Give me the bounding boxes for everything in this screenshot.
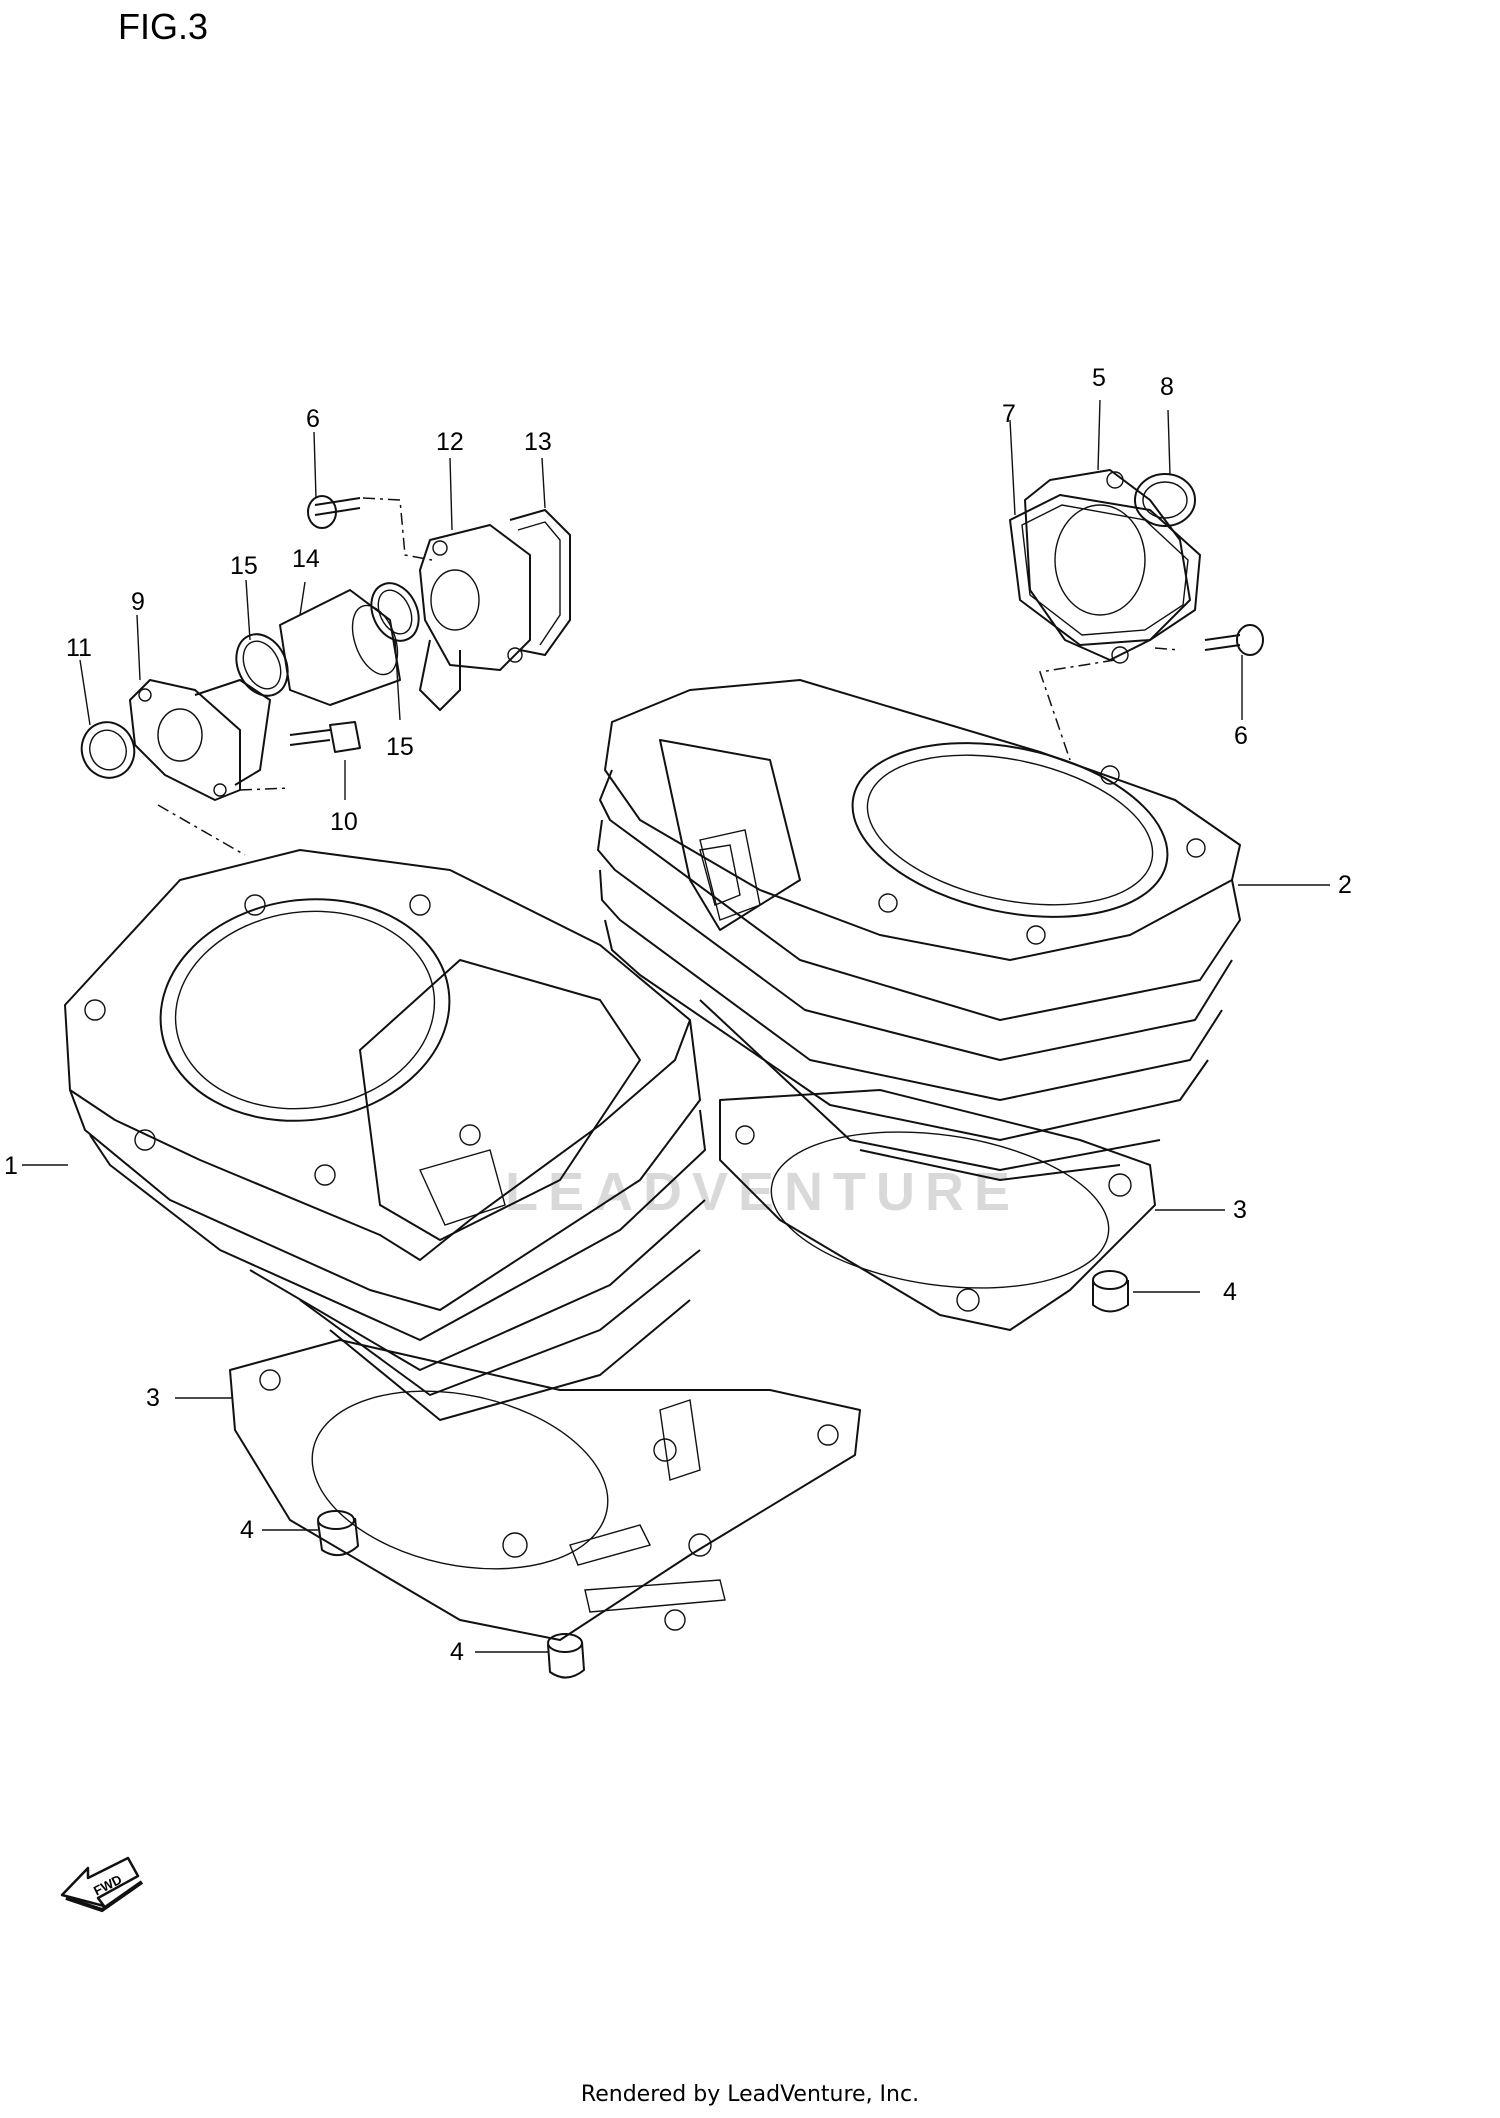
bolt-part-10[interactable] bbox=[289, 721, 361, 753]
assembly-line bbox=[1039, 659, 1116, 761]
callout-10: 10 bbox=[330, 808, 358, 836]
callout-3: 3 bbox=[1233, 1196, 1247, 1224]
rear-cylinder-part[interactable] bbox=[597, 679, 1241, 1181]
callout-4: 4 bbox=[240, 1516, 254, 1544]
dowel-pin-part[interactable] bbox=[547, 1633, 585, 1679]
front-cylinder-part[interactable] bbox=[64, 849, 706, 1421]
callout-12: 12 bbox=[436, 428, 464, 456]
o-ring-part-8[interactable] bbox=[1134, 473, 1196, 527]
callout-4: 4 bbox=[1223, 1278, 1237, 1306]
assembly-line bbox=[1154, 647, 1181, 651]
o-ring-part-13[interactable] bbox=[509, 509, 571, 656]
callout-6: 6 bbox=[306, 405, 320, 433]
dowel-pin-part[interactable] bbox=[1092, 1270, 1129, 1313]
callout-3: 3 bbox=[146, 1384, 160, 1412]
hose-clamp-part-15[interactable] bbox=[362, 576, 427, 649]
leader-lines bbox=[22, 399, 1330, 1653]
water-outlet-part-12[interactable] bbox=[419, 524, 531, 711]
assembly-line bbox=[239, 787, 291, 791]
watermark-text: LEADVENTURE bbox=[505, 1162, 1020, 1222]
dowel-pin-part[interactable] bbox=[317, 1510, 359, 1557]
callout-15: 15 bbox=[230, 552, 258, 580]
forward-direction-arrow-icon: FWD bbox=[60, 1856, 144, 1913]
rear-base-gasket-part[interactable] bbox=[719, 1089, 1156, 1331]
callout-6: 6 bbox=[1234, 722, 1248, 750]
callout-7: 7 bbox=[1002, 400, 1016, 428]
callout-14: 14 bbox=[292, 545, 320, 573]
assembly-line bbox=[157, 804, 246, 856]
callout-8: 8 bbox=[1160, 373, 1174, 401]
callout-4: 4 bbox=[450, 1638, 464, 1666]
front-base-gasket-part[interactable] bbox=[229, 1339, 861, 1641]
callout-1: 1 bbox=[4, 1152, 18, 1180]
callout-9: 9 bbox=[131, 588, 145, 616]
water-hose-part-14[interactable] bbox=[279, 589, 406, 706]
o-ring-part-11[interactable] bbox=[74, 715, 142, 785]
water-outlet-part-9[interactable] bbox=[129, 679, 271, 801]
bolt-part-6[interactable] bbox=[1204, 624, 1264, 656]
figure-title: FIG.3 bbox=[118, 6, 209, 47]
assembly-line bbox=[362, 497, 433, 561]
gasket-part-7[interactable] bbox=[1009, 494, 1201, 646]
water-fitting-part-5[interactable] bbox=[1024, 469, 1191, 664]
bolt-part-6[interactable] bbox=[307, 495, 361, 529]
callout-13: 13 bbox=[524, 428, 552, 456]
callout-15: 15 bbox=[386, 733, 414, 761]
callout-2: 2 bbox=[1338, 871, 1352, 899]
callout-5: 5 bbox=[1092, 364, 1106, 392]
callout-11: 11 bbox=[66, 634, 92, 662]
footer-credit: Rendered by LeadVenture, Inc. bbox=[580, 2082, 920, 2107]
